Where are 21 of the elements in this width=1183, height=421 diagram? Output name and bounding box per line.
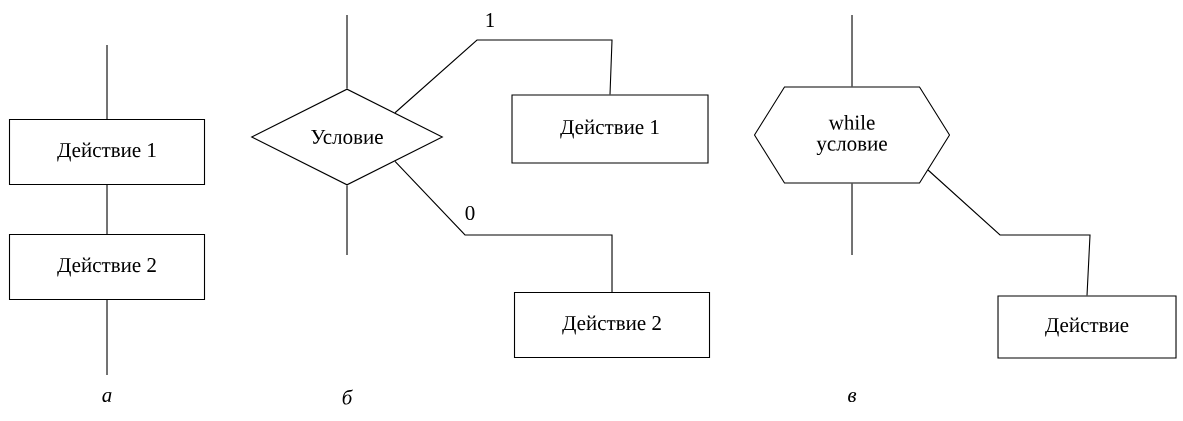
loop-hexagon: while условие [753, 86, 951, 184]
connector-line [394, 160, 613, 293]
process-box: Действие [997, 295, 1177, 359]
connector-line [394, 39, 613, 114]
panel-letter: а [102, 391, 112, 403]
process-box: Действие 1 [8, 118, 206, 186]
connector-line [346, 14, 348, 89]
edge-label: 0 [463, 204, 477, 222]
connector-line [106, 299, 108, 376]
connector-line [346, 185, 348, 256]
connector-line [851, 14, 853, 87]
process-box: Действие 2 [513, 291, 711, 359]
edge-label: 1 [483, 12, 497, 28]
panel-letter: в [848, 391, 857, 403]
connector-line [851, 183, 853, 256]
process-box: Действие 2 [8, 233, 206, 301]
connector-line [927, 169, 1091, 296]
process-box: Действие 1 [511, 94, 709, 164]
connector-line [106, 44, 108, 120]
connector-line [106, 184, 108, 235]
panel-letter: б [342, 389, 353, 405]
